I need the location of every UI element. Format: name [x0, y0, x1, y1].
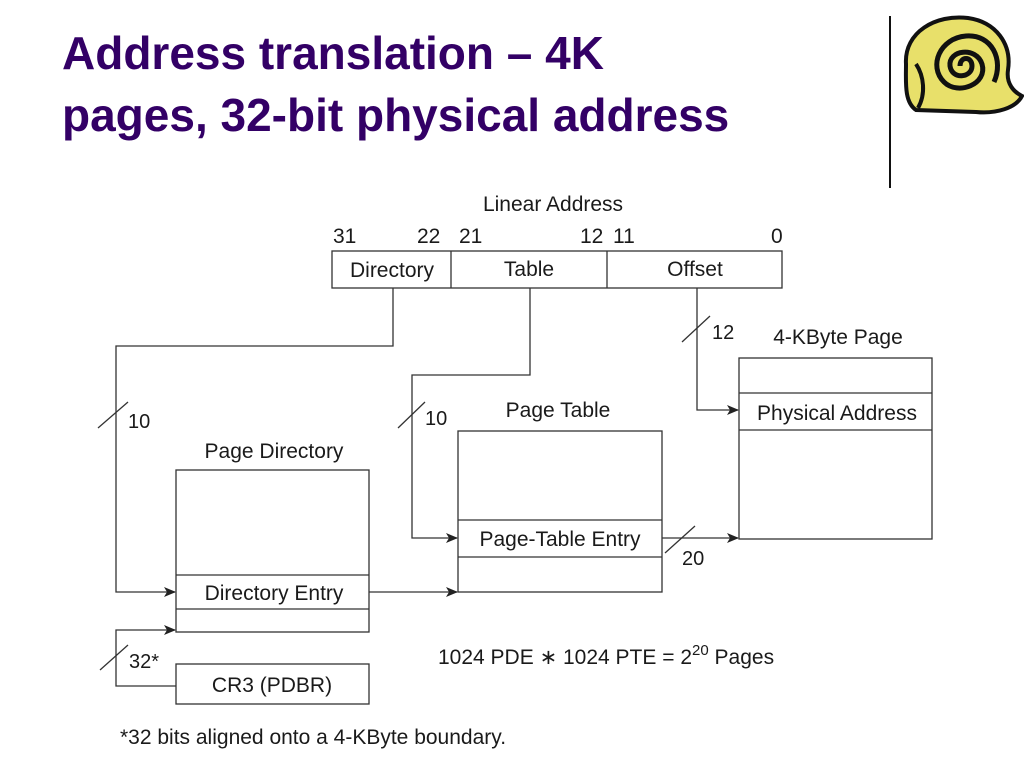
bit-0-label: 0	[771, 225, 783, 248]
offset-width-label: 12	[712, 322, 734, 344]
page-table-box	[457, 430, 663, 593]
pte-width-slash	[664, 525, 696, 554]
dir-width-label: 10	[128, 411, 150, 433]
snail-shell-icon	[903, 15, 1024, 115]
page-directory-label: Page Directory	[205, 440, 344, 463]
cr3-register	[175, 663, 370, 705]
cr3-width-label: 32*	[129, 651, 159, 673]
table-field: Table	[504, 258, 554, 281]
directory-entry: Directory Entry	[205, 582, 344, 605]
slide-title: Address translation – 4K pages, 32-bit p…	[62, 22, 882, 146]
footnote: *32 bits aligned onto a 4-KByte boundary…	[120, 726, 506, 749]
linear-address-register	[331, 250, 783, 289]
directory-field: Directory	[350, 259, 435, 282]
cr3-width-slash	[99, 644, 129, 671]
physical-address-entry: Physical Address	[757, 402, 917, 425]
page-label: 4-KByte Page	[773, 326, 903, 349]
title-divider	[889, 16, 891, 188]
slide-title-line-1: Address translation – 4K	[62, 27, 604, 79]
pte-width-label: 20	[682, 548, 704, 570]
page-table-entry: Page-Table Entry	[479, 528, 641, 551]
bit-31-label: 31	[333, 225, 356, 248]
bit-22-label: 22	[417, 225, 440, 248]
bit-11-label: 11	[613, 225, 635, 248]
table-width-label: 10	[425, 408, 447, 430]
offset-width-slash	[681, 315, 711, 343]
page-table-label: Page Table	[506, 399, 611, 422]
page-box	[738, 357, 933, 540]
page-directory-box	[175, 469, 370, 633]
offset-field: Offset	[667, 258, 723, 281]
bit-21-label: 21	[459, 225, 482, 248]
cr3-label: CR3 (PDBR)	[212, 674, 332, 697]
dir-width-slash	[97, 401, 129, 429]
page-count-formula: 1024 PDE ∗ 1024 PTE = 220 Pages	[438, 642, 774, 669]
table-width-slash	[397, 401, 426, 429]
cr3-to-page-directory-arrow	[115, 625, 176, 687]
table-to-page-table-arrow	[411, 288, 531, 543]
directory-to-page-directory-arrow	[115, 288, 394, 597]
linear-address-label: Linear Address	[483, 193, 623, 216]
slide-title-line-2: pages, 32-bit physical address	[62, 89, 730, 141]
offset-to-page-arrow	[696, 288, 739, 415]
bit-12-label: 12	[580, 225, 603, 248]
